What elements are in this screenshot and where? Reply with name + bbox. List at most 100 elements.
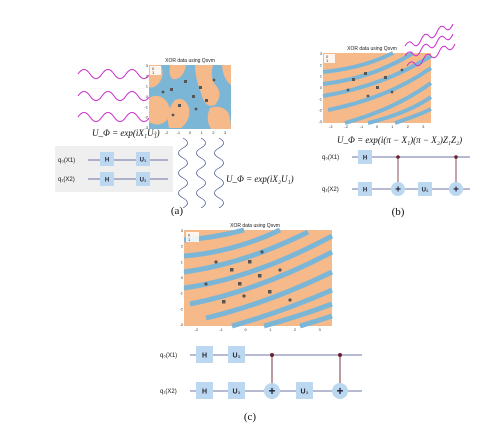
legend-entry: 1: [326, 58, 329, 63]
y-tick-label: 1: [181, 259, 184, 264]
plus-icon: +: [336, 384, 343, 398]
x-tick-label: 2: [294, 327, 297, 332]
control-dot: [338, 353, 342, 357]
y-tick-label: 2: [146, 73, 149, 78]
wave-icon: [77, 66, 161, 80]
decision-region: [149, 65, 231, 129]
wave-icon: [214, 137, 224, 209]
y-tick-label: 1: [320, 74, 323, 79]
gate-label: U₁: [301, 389, 309, 396]
gate-h: [100, 152, 114, 166]
caption-b: (b): [392, 206, 405, 218]
wave-icon: [406, 43, 456, 67]
y-tick-label: 3: [146, 63, 149, 68]
gate-u1: [296, 382, 313, 399]
gate-label: U₁: [233, 353, 241, 360]
y-tick-label: -1: [318, 96, 322, 101]
x-tick-label: -1: [177, 130, 181, 135]
wire-label: q₁(X2): [160, 389, 177, 395]
legend-entry: 0: [326, 54, 329, 59]
wire-label: q₀(X1): [322, 155, 339, 161]
legend: [186, 232, 199, 242]
plot-b: XOR data using Qsvm: [318, 46, 433, 129]
x-tick-label: 1: [201, 130, 204, 135]
y-tick-label: -2: [144, 115, 148, 120]
plus-icon: +: [395, 185, 401, 196]
gate-label: H: [363, 188, 367, 194]
gate-u1: [228, 346, 245, 363]
data-points: [204, 250, 292, 304]
decision-bands: [322, 51, 433, 125]
x-tick-label: 0: [189, 130, 192, 135]
x-tick-label: 3: [224, 130, 227, 135]
y-tick-label: 2: [320, 62, 323, 67]
wave-icon: [77, 109, 161, 123]
decision-bands: [183, 227, 334, 329]
wire-label: q₀(X1): [58, 158, 75, 164]
caption-a: (a): [171, 205, 184, 217]
x-tick-label: 1: [269, 327, 272, 332]
plot-title: XOR data using Qsvm: [165, 58, 215, 64]
x-tick-label: 1: [391, 124, 394, 129]
gate-u1: [418, 182, 432, 196]
y-tick-label: -3: [179, 322, 183, 327]
wire-label: q₁(X2): [322, 187, 339, 193]
wave-icon: [404, 23, 454, 47]
data-points: [346, 68, 404, 98]
x-tick-label: -3: [153, 130, 157, 135]
wave-icon: [178, 137, 188, 209]
cnot-target: [332, 383, 348, 399]
x-tick-label: 3: [319, 327, 322, 332]
x-tick-label: -2: [165, 130, 169, 135]
caption-c: (c): [244, 411, 257, 423]
plus-icon: +: [453, 185, 459, 196]
control-dot: [270, 353, 274, 357]
x-tick-label: -2: [344, 124, 348, 129]
x-tick-label: -1: [219, 327, 223, 332]
legend-entry: 1: [152, 70, 155, 75]
wave-group-b: [404, 23, 456, 67]
x-tick-label: -3: [329, 124, 333, 129]
cnot-target: [264, 383, 280, 399]
control-dot: [454, 155, 458, 159]
x-tick-label: -2: [195, 327, 199, 332]
gate-label: H: [105, 158, 109, 164]
gate-h: [358, 150, 372, 164]
gate-h: [196, 382, 213, 399]
equation-b: U_Φ = exp(i(π − X₁)(π − X₂)Z₁Z₂): [337, 135, 462, 145]
wire-label: q₀(X1): [160, 353, 177, 359]
gate-h: [196, 346, 213, 363]
data-points: [161, 78, 216, 117]
gate-label: H: [202, 389, 207, 396]
legend-entry: 1: [188, 237, 191, 242]
x-tick-label: 0: [376, 124, 379, 129]
y-tick-label: 2: [181, 244, 184, 249]
gate-h: [100, 172, 114, 186]
y-tick-label: 0: [320, 85, 323, 90]
legend-entry: 0: [188, 233, 191, 238]
wave-group-vertical: [178, 137, 224, 209]
wave-icon: [196, 137, 206, 209]
x-tick-label: -1: [360, 124, 364, 129]
legend-entry: 0: [152, 66, 155, 71]
x-tick-label: 2: [212, 130, 215, 135]
gate-label: H: [105, 178, 109, 184]
wave-icon: [404, 33, 454, 57]
wave-icon: [77, 88, 161, 102]
panel-b: XOR data using Qsvm: [318, 23, 470, 218]
cnot-target: [391, 182, 405, 196]
gate-u1: [228, 382, 245, 399]
gate-u1: [136, 172, 150, 186]
gate-label: H: [202, 353, 207, 360]
x-tick-label: 3: [422, 124, 425, 129]
plot-c: XOR data using Qsvm: [179, 223, 334, 332]
gate-u1: [136, 152, 150, 166]
cnot-target: [449, 182, 463, 196]
gate-label: U₁: [233, 389, 241, 396]
y-tick-label: -1: [179, 291, 183, 296]
y-tick-label: 3: [320, 51, 323, 56]
plot-title: XOR data using Qsvm: [347, 46, 397, 52]
